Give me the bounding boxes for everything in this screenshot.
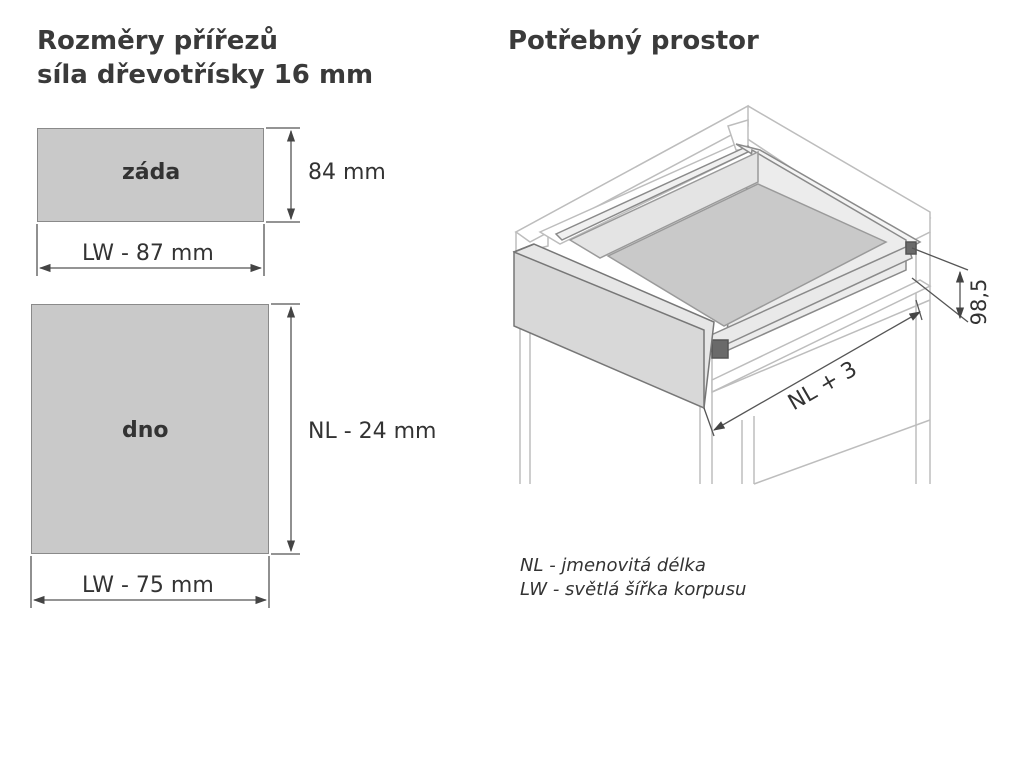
drawer-height-dimension [911, 247, 969, 323]
drawer-height-label: 98,5 [967, 279, 991, 326]
title-required-space: Potřebný prostor [508, 26, 759, 56]
drawer-depth-dimension [703, 299, 923, 437]
back-panel-width-dimension [36, 224, 265, 276]
back-panel-height-dimension [266, 127, 300, 223]
legend-nl: NL - jmenovitá délka [520, 555, 706, 576]
title-cut-dimensions: Rozměry přířezů síla dřevotřísky 16 mm [37, 24, 373, 92]
bottom-panel-width-label: LW - 75 mm [82, 573, 214, 598]
back-panel-height-label: 84 mm [308, 160, 386, 185]
title-line-2: síla dřevotřísky 16 mm [37, 60, 374, 90]
back-panel-label: záda [122, 160, 181, 185]
back-panel-width-label: LW - 87 mm [82, 241, 214, 266]
bottom-panel: dno [31, 304, 269, 554]
legend-lw: LW - světlá šířka korpusu [520, 579, 747, 600]
bottom-panel-label: dno [122, 418, 169, 443]
bottom-panel-width-dimension [30, 556, 270, 608]
title-line-1: Rozměry přířezů [37, 26, 279, 56]
bottom-panel-height-label: NL - 24 mm [308, 419, 437, 444]
legend: NL - jmenovitá délka LW - světlá šířka k… [520, 554, 746, 602]
back-panel: záda [37, 128, 264, 222]
bottom-panel-height-dimension [271, 303, 300, 555]
drawer-depth-label: NL + 3 [784, 357, 862, 416]
drawer [512, 143, 922, 410]
